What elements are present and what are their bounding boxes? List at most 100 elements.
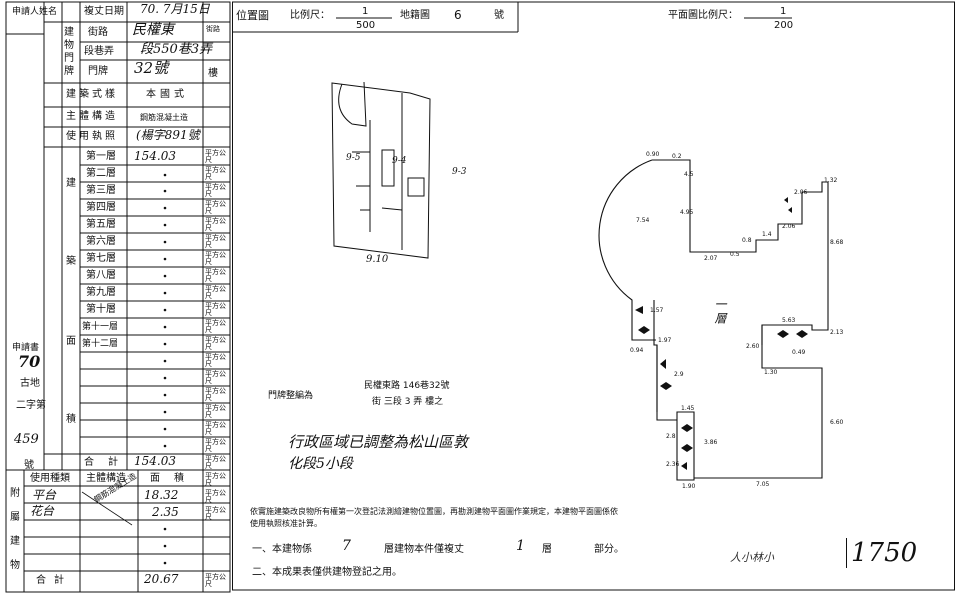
building-vert-3: 面 xyxy=(66,336,76,347)
plan-scale-den: 200 xyxy=(774,20,794,31)
applicant-label: 申請人姓名 xyxy=(12,7,58,17)
door-no-label: 門牌 xyxy=(88,66,108,77)
annex-structure-label: 主體構造 xyxy=(86,473,126,484)
unit-label: 平方公尺 xyxy=(205,149,226,164)
unit-label: 平方公尺 xyxy=(205,251,226,266)
floor-label: 第十層 xyxy=(86,304,116,315)
svg-text:0.5: 0.5 xyxy=(730,251,740,258)
street-suffix: 街路 xyxy=(206,25,220,33)
plan-markers xyxy=(635,197,808,470)
notes-intro: 依實施建築改良物所有權第一次登記法測繪建物位置圖，再勘測建物平面圖作業規定，本建… xyxy=(250,507,618,528)
floor-label: 第三層 xyxy=(86,185,116,196)
svg-text:7.05: 7.05 xyxy=(756,481,770,488)
unit-label: 平方公尺 xyxy=(205,285,226,300)
annex-area-2: 2.35 xyxy=(152,505,179,519)
floor-label: 第九層 xyxy=(86,287,116,298)
svg-text:6.60: 6.60 xyxy=(830,419,844,426)
style-value: 本國式 xyxy=(146,89,188,100)
style-label: 建築式樣 xyxy=(66,89,118,100)
annex-label-1: 附 xyxy=(10,488,20,499)
unit-label: 平方公尺 xyxy=(205,506,226,521)
svg-text:0.49: 0.49 xyxy=(792,349,806,356)
svg-text:7.54: 7.54 xyxy=(636,217,650,224)
parcel-label: 9-3 xyxy=(452,167,467,177)
svg-text:1.30: 1.30 xyxy=(764,369,778,376)
unit-label: 平方公尺 xyxy=(205,472,226,487)
drawing-frame: 0.90 0.2 4.5 4.95 7.54 2.07 0.5 0.8 1.4 … xyxy=(232,1,955,591)
annex-area-label: 面積 xyxy=(150,473,198,484)
address-line-2: 街 三段 3 弄 樓之 xyxy=(372,397,444,407)
parcel-label: 9-5 xyxy=(346,153,361,163)
sheet-no: 6 xyxy=(454,8,462,22)
svg-text:2.06: 2.06 xyxy=(782,223,796,230)
section-label: 段巷弄 xyxy=(84,46,114,57)
building-vert-1: 建 xyxy=(66,178,76,189)
svg-text:1.4: 1.4 xyxy=(762,231,772,238)
door-no-suffix: 樓 xyxy=(208,68,218,79)
floor-label: 第四層 xyxy=(86,202,116,213)
svg-text:0.2: 0.2 xyxy=(672,153,682,160)
svg-text:2.36: 2.36 xyxy=(666,461,680,468)
annex-total-value: 20.67 xyxy=(144,572,179,586)
annex-use-1: 平台 xyxy=(32,488,57,502)
map-scale-label: 比例尺： xyxy=(290,10,330,21)
svg-text:2.8: 2.8 xyxy=(666,433,676,440)
sheet-suffix: 號 xyxy=(494,10,504,21)
unit-label: 平方公尺 xyxy=(205,183,226,198)
parcel-map xyxy=(331,81,431,259)
unit-label: 平方公尺 xyxy=(205,489,226,504)
floor-label: 第二層 xyxy=(86,168,116,179)
unit-label: 平方公尺 xyxy=(205,353,226,368)
svg-text:0.94: 0.94 xyxy=(630,347,644,354)
svg-text:8.68: 8.68 xyxy=(830,239,844,246)
street-value: 民權東 xyxy=(132,22,174,38)
svg-text:2.07: 2.07 xyxy=(704,255,718,262)
unit-label: 平方公尺 xyxy=(205,302,226,317)
note-item1-f: 部分。 xyxy=(594,544,624,555)
total-value: 154.03 xyxy=(134,454,176,468)
unit-label: 平方公尺 xyxy=(205,370,226,385)
note-item1-c: 層建物本件僅複丈 xyxy=(384,544,464,555)
parcel-label: 9.10 xyxy=(366,254,389,265)
license-value: (楊字891號 xyxy=(136,128,200,142)
unit-label: 平方公尺 xyxy=(205,234,226,249)
form-grid xyxy=(5,1,231,593)
land-suffix: 號 xyxy=(24,460,34,471)
note-item1-e: 層 xyxy=(542,544,552,555)
annex-use-label: 使用種類 xyxy=(30,473,70,484)
signature: 人小林小 xyxy=(730,551,774,564)
total-label: 合計 xyxy=(84,457,132,468)
annex-label-2: 屬 xyxy=(10,512,20,523)
annex-use-2: 花台 xyxy=(30,504,55,518)
svg-text:4.95: 4.95 xyxy=(680,209,694,216)
unit-label: 平方公尺 xyxy=(205,421,226,436)
floor-label: 第一層 xyxy=(86,151,116,162)
applicant-no-value: 70 xyxy=(18,352,41,371)
building-vert-2: 築 xyxy=(66,256,76,267)
svg-text:1.57: 1.57 xyxy=(650,307,664,314)
note-item2: 二、本成果表僅供建物登記之用。 xyxy=(252,567,402,578)
door-no-value: 32號 xyxy=(134,59,169,77)
floor1-area: 154.03 xyxy=(134,149,176,163)
floor-label: 第六層 xyxy=(86,236,116,247)
svg-text:5.63: 5.63 xyxy=(782,317,796,324)
map-scale-den: 500 xyxy=(356,20,376,31)
svg-text:1.45: 1.45 xyxy=(681,405,695,412)
review-date-label: 複丈日期 xyxy=(84,6,124,17)
floor-label: 第五層 xyxy=(86,219,116,230)
unit-label: 平方公尺 xyxy=(205,438,226,453)
svg-text:1.97: 1.97 xyxy=(658,337,672,344)
unit-label: 平方公尺 xyxy=(205,387,226,402)
svg-text:1.32: 1.32 xyxy=(824,177,838,184)
annex-total-label: 合計 xyxy=(36,575,72,586)
cadastral-label: 地籍圖 xyxy=(400,10,430,21)
floor-label: 第八層 xyxy=(86,270,116,281)
unit-label: 平方公尺 xyxy=(205,319,226,334)
svg-text:2.60: 2.60 xyxy=(746,343,760,350)
land-label-1: 古地 xyxy=(20,378,40,389)
svg-text:3.86: 3.86 xyxy=(704,439,718,446)
svg-text:1.90: 1.90 xyxy=(682,483,696,490)
building-vert-4: 積 xyxy=(66,414,76,425)
license-label: 使用執照 xyxy=(66,131,118,142)
unit-label: 平方公尺 xyxy=(205,573,226,588)
